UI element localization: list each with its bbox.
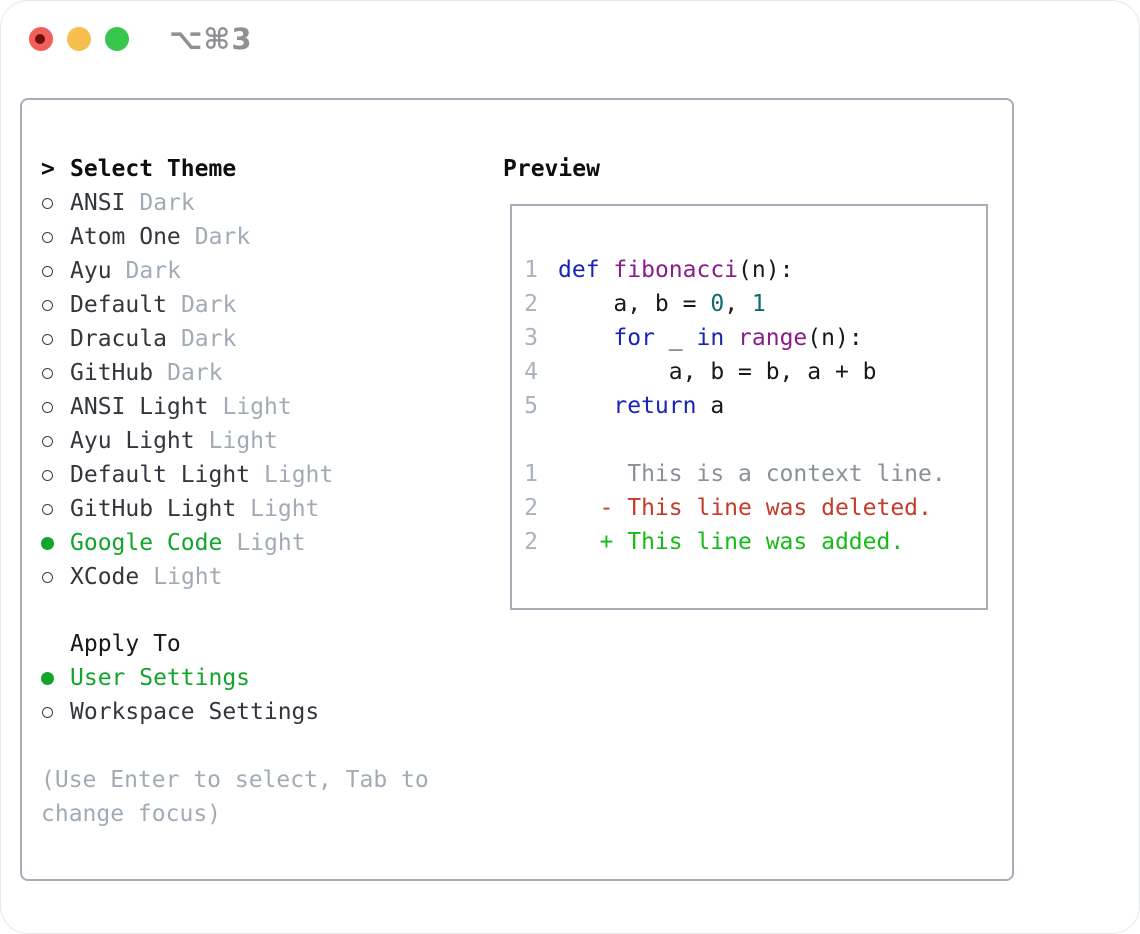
- theme-option-default-light[interactable]: Default Light Light: [41, 458, 473, 492]
- theme-name: XCode: [70, 564, 140, 590]
- code-line: 2 a, b = 0, 1: [524, 287, 986, 321]
- code-line: 5 return a: [524, 389, 986, 423]
- zoom-button[interactable]: [105, 27, 129, 51]
- line-number: 2: [524, 291, 538, 317]
- theme-variant: Dark: [194, 224, 251, 250]
- radio-unselected-icon: [41, 401, 70, 413]
- radio-unselected-icon: [41, 197, 70, 209]
- radio-selected-icon: [41, 671, 70, 685]
- theme-option-ansi-light[interactable]: ANSI Light Light: [41, 390, 473, 424]
- diff-line-added: 2 + This line was added.: [524, 525, 986, 559]
- cursor-indicator: >: [41, 156, 55, 182]
- code-line: 4 a, b = b, a + b: [524, 355, 986, 389]
- line-number: 1: [524, 461, 538, 487]
- preview-title: Preview: [503, 156, 600, 182]
- line-number: 2: [524, 529, 538, 555]
- radio-unselected-icon: [41, 367, 70, 379]
- window-titlebar: ⌥⌘3: [29, 22, 253, 56]
- code-content: for _ in range(n):: [613, 325, 863, 351]
- theme-option-ayu-light[interactable]: Ayu Light Light: [41, 424, 473, 458]
- select-theme-title: Select Theme: [70, 156, 237, 182]
- line-number: 1: [524, 257, 538, 283]
- radio-unselected-icon: [41, 231, 70, 243]
- theme-variant: Light: [250, 496, 320, 522]
- apply-to-header: Apply To: [41, 627, 473, 661]
- code-content: a, b = 0, 1: [558, 291, 766, 317]
- theme-name: ANSI Light: [70, 394, 209, 420]
- line-number: 4: [524, 359, 538, 385]
- radio-unselected-icon: [41, 299, 70, 311]
- theme-option-github-light[interactable]: GitHub Light Light: [41, 492, 473, 526]
- theme-option-ansi[interactable]: ANSI Dark: [41, 186, 473, 220]
- diff-line-context: 1 This is a context line.: [524, 457, 986, 491]
- line-number: 3: [524, 325, 538, 351]
- theme-option-ayu[interactable]: Ayu Dark: [41, 254, 473, 288]
- diff-content: - This line was deleted.: [558, 495, 932, 521]
- theme-name: Atom One: [70, 224, 181, 250]
- theme-option-dracula[interactable]: Dracula Dark: [41, 322, 473, 356]
- theme-name: Dracula: [70, 326, 167, 352]
- close-button[interactable]: [29, 27, 53, 51]
- theme-variant: Light: [264, 462, 334, 488]
- theme-name: Default Light: [70, 462, 251, 488]
- theme-name: Ayu Light: [70, 428, 195, 454]
- radio-unselected-icon: [41, 469, 70, 481]
- theme-name: GitHub Light: [70, 496, 237, 522]
- line-number: 2: [524, 495, 538, 521]
- theme-variant: Dark: [180, 326, 237, 352]
- keyboard-hint: (Use Enter to select, Tab to change focu…: [41, 767, 429, 827]
- theme-variant: Dark: [167, 360, 223, 386]
- radio-unselected-icon: [41, 265, 70, 277]
- theme-name: Ayu: [70, 258, 112, 284]
- window-shortcut-title: ⌥⌘3: [169, 22, 253, 56]
- radio-unselected-icon: [41, 571, 70, 583]
- minimize-button[interactable]: [67, 27, 91, 51]
- diff-line-deleted: 2 - This line was deleted.: [524, 491, 986, 525]
- apply-option-label: Workspace Settings: [70, 699, 320, 725]
- diff-preview: 1 This is a context line.2 - This line w…: [524, 457, 986, 559]
- radio-unselected-icon: [41, 503, 70, 515]
- diff-content: + This line was added.: [558, 529, 905, 555]
- apply-to-title: Apply To: [70, 631, 181, 657]
- theme-option-atom-one[interactable]: Atom One Dark: [41, 220, 473, 254]
- apply-option-label: User Settings: [70, 665, 251, 691]
- theme-name: Default: [70, 292, 167, 318]
- blank-line: [524, 423, 986, 457]
- theme-variant: Dark: [180, 292, 237, 318]
- apply-option-workspace-settings[interactable]: Workspace Settings: [41, 695, 473, 729]
- theme-variant: Dark: [139, 190, 195, 216]
- diff-content: This is a context line.: [558, 461, 946, 487]
- theme-variant: Light: [208, 428, 278, 454]
- theme-name: ANSI: [70, 190, 126, 216]
- theme-variant: Light: [153, 564, 223, 590]
- radio-selected-icon: [41, 536, 70, 550]
- radio-unselected-icon: [41, 435, 70, 447]
- theme-option-xcode[interactable]: XCode Light: [41, 560, 473, 594]
- select-theme-header: > Select Theme: [41, 152, 473, 186]
- code-content: a, b = b, a + b: [558, 359, 877, 385]
- code-line: 3 for _ in range(n):: [524, 321, 986, 355]
- code-content: return a: [613, 393, 725, 419]
- theme-option-google-code[interactable]: Google Code Light: [41, 526, 473, 560]
- theme-name: GitHub: [70, 360, 154, 386]
- theme-variant: Light: [222, 394, 292, 420]
- radio-unselected-icon: [41, 333, 70, 345]
- code-line: 1 def fibonacci(n):: [524, 253, 986, 287]
- line-number: 5: [524, 393, 538, 419]
- theme-option-default[interactable]: Default Dark: [41, 288, 473, 322]
- radio-unselected-icon: [41, 706, 70, 718]
- apply-option-user-settings[interactable]: User Settings: [41, 661, 473, 695]
- code-content: def fibonacci(n):: [558, 257, 794, 283]
- theme-variant: Dark: [125, 258, 181, 284]
- theme-option-github[interactable]: GitHub Dark: [41, 356, 473, 390]
- theme-name: Google Code: [70, 530, 223, 556]
- theme-variant: Light: [236, 530, 306, 556]
